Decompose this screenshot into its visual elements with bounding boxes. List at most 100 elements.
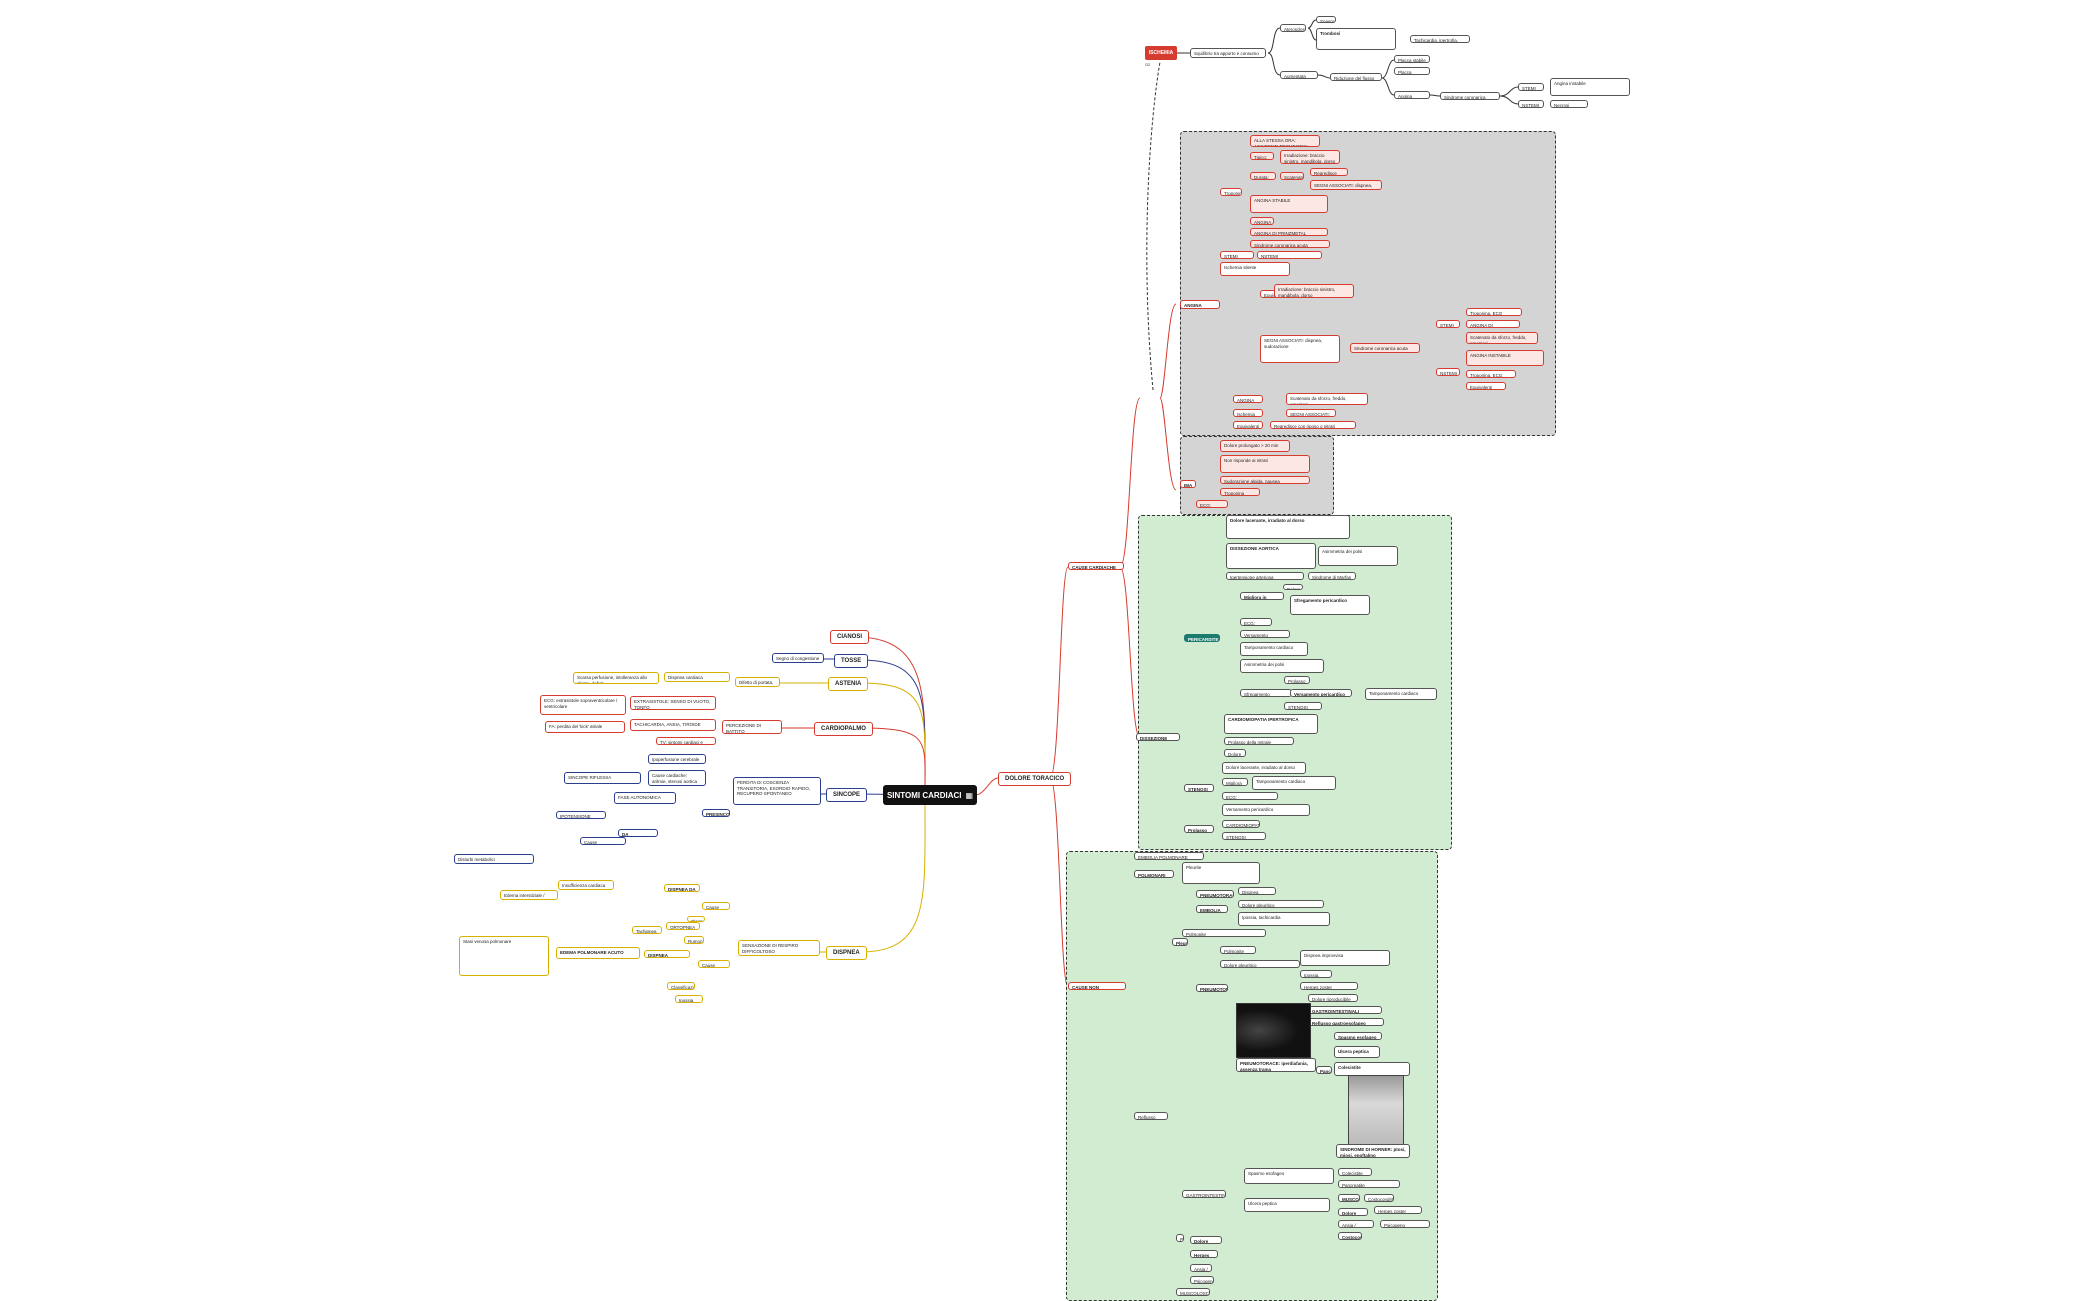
green1-item-28[interactable]: CARDIOMIOPATIA IPERTROFICA [1222,820,1260,828]
green1-item-21[interactable]: STENOSI AORTICA [1184,784,1214,792]
green2-item-6[interactable]: Ipossia, tachicardia [1238,912,1330,926]
green1-item-16[interactable]: Tamponamento cardiaco [1365,688,1437,700]
cardiopalmo-detail-4[interactable]: ECG: extrasistole sopraventricolare / ve… [540,695,626,715]
green2-item-8[interactable]: Polmonite [1220,946,1256,954]
green2-item-4[interactable]: EMBOLIA POLMONARE [1196,905,1228,913]
cardiopalmo-detail-6[interactable]: TV: sintomi cardiaci e sincope [656,737,716,745]
green1-item-27[interactable]: Prolasso della mitrale [1184,825,1214,833]
green2-item-7[interactable]: Polmonite [1182,929,1266,937]
green2-item-15[interactable]: Reflusso gastroesofageo [1308,1018,1384,1026]
angina-title[interactable]: ANGINA PECTORIS [1180,300,1220,309]
green1-item-9[interactable]: ECG: sopraslivellamento ST diffuso [1240,618,1272,626]
sincope-detail-6[interactable]: IPOTENSIONE ORTOSTATICA [556,811,606,819]
sincope-detail-1[interactable]: PERDITA DI COSCIENZA TRANSITORIA, ESORDI… [733,777,821,805]
ischemia-cause-3[interactable]: Trombosi [1316,28,1396,50]
angina-item-7[interactable]: SEGNI ASSOCIATI: dispnea, sudorazione [1310,180,1382,190]
angina-equivalenti[interactable]: Equivalenti anginosi [1233,421,1263,429]
green1-item-22[interactable]: Dolore lacerante, irradiato al dorso [1222,762,1306,774]
astenia-detail-3[interactable]: Scarsa perfusione, intolleranza allo sfo… [573,672,659,684]
green1-item-7[interactable]: Migliora in posizione seduta, inclinato … [1240,592,1284,600]
astenia-detail-1[interactable]: Difetto di portata, diuretici, beta-bloc… [735,677,780,687]
ima-item-3[interactable]: Sudorazione algida, nausea [1220,476,1310,484]
angina-equivalenti-detail[interactable]: Regredisce con riposo o nitrati [1270,421,1356,429]
green1-item-24[interactable]: Tamponamento cardiaco [1252,776,1336,790]
green2-item-16[interactable]: Spasmo esofageo [1334,1032,1382,1040]
green1-item-3[interactable]: Asimmetria dei polsi [1318,546,1398,566]
ima-item-4[interactable]: Troponina elevata [1220,488,1260,496]
green2-item-21[interactable]: GASTROINTESTINALI [1182,1190,1226,1198]
angina-nstemi[interactable]: NSTEMI [1436,368,1460,376]
angina-silente-detail[interactable]: SEGNI ASSOCIATI: dispnea, sudorazione [1286,409,1336,417]
green2-item-0[interactable]: EMBOLIA POLMONARE [1134,852,1204,860]
cause-cardiache-title[interactable]: CAUSE CARDIACHE [1068,562,1124,570]
branch-cardiopalmo[interactable]: CARDIOPALMO [814,722,873,736]
angina-stemi-detail-1[interactable]: Troponina, ECG [1466,308,1522,316]
green1-item-10[interactable]: Versamento pericardico [1240,630,1290,638]
green2-item-37[interactable]: MUSCOLOSCHELETRICI [1176,1288,1210,1296]
branch-dispnea[interactable]: DISPNEA [826,946,867,960]
green2-item-19[interactable]: Pancreatite [1316,1066,1332,1074]
dispnea-detail-13[interactable]: Tachipnea [632,926,662,934]
green1-item-11[interactable]: Tamponamento cardiaco [1240,642,1308,656]
cardiopalmo-detail-1[interactable]: PERCEZIONE DI BATTITO IRREGOLARE/ACCELER… [722,720,782,734]
green2-item-30[interactable]: Ansia / attacco di panico [1338,1220,1374,1228]
angina-item-3[interactable]: Irradiazione: braccio sinistro, mandibol… [1280,150,1340,164]
green2-item-10[interactable]: Dispnea improvvisa [1300,950,1390,966]
ischemia-angina-instabile[interactable]: Angina instabile [1550,78,1630,96]
green2-item-31[interactable]: Psicogeno [1380,1220,1430,1228]
ischemia-sca[interactable]: Sindrome coronarica acuta [1440,92,1500,100]
dispnea-detail-15[interactable]: Rumori umidi [684,936,704,944]
green1-item-2[interactable]: DISSEZIONE AORTICA [1226,543,1316,569]
green1-item-13[interactable]: Prolasso della mitrale [1284,676,1310,684]
angina-prinzmetal-detail[interactable]: Scatenato da sforzo, freddo, emozioni [1286,393,1368,405]
dispnea-detail-8[interactable]: Classificazione NYHA [667,982,695,990]
green1-item-20[interactable]: Dolore puntorio, varia con il respiro [1224,749,1246,757]
green2-item-12[interactable]: Herpes zoster [1300,982,1358,990]
dispnea-detail-3[interactable]: ORTOPNEA [666,922,700,930]
dispnea-detail-5[interactable]: EDEMA POLMONARE ACUTO [556,947,640,959]
branch-dolore-toracico[interactable]: DOLORE TORACICO [998,772,1072,786]
cardiopalmo-detail-2[interactable]: EXTRASISTOLE: SENSO DI VUOTO, TONFO [630,696,716,710]
green2-item-20[interactable]: Reflusso gastroesofageo [1134,1112,1168,1120]
dispnea-detail-14[interactable]: Ipossia [675,995,703,1003]
green1-item-29[interactable]: STENOSI AORTICA [1222,832,1266,840]
green2-item-32[interactable]: Costocondrite [1338,1232,1362,1240]
tosse-detail[interactable]: Segno di congestione polm [772,653,824,663]
ischemia-cause-2[interactable]: Spasmo [1316,16,1336,23]
ischemia-cause-5[interactable]: Tachicardia, ipertrofia, anemia [1410,35,1470,43]
branch-astenia[interactable]: ASTENIA [828,677,869,691]
angina-item-10[interactable]: ANGINA DI PRINZMETAL [1250,228,1328,236]
green1-item-14[interactable]: Sfregamento pericardico [1240,689,1292,697]
green2-pneumotorace[interactable]: PNEUMOTORACE [1196,984,1228,992]
green1-item-18[interactable]: CARDIOMIOPATIA IPERTROFICA [1224,714,1318,734]
angina-ecg[interactable]: SEGNI ASSOCIATI: dispnea, sudorazione [1260,335,1340,363]
angina-nstemi-detail-2[interactable]: Troponina, ECG [1466,370,1516,378]
angina-nstemi-detail-3[interactable]: Equivalenti anginosi [1466,382,1506,390]
ischemia-angina-stabile[interactable]: Angina stabile [1394,91,1430,99]
angina-prinzmetal[interactable]: ANGINA DI PRINZMETAL [1233,395,1263,403]
sincope-detail-3[interactable]: Cause cardiache: aritmie, stenosi aortic… [648,770,706,786]
sincope-detail-10[interactable]: Disturbi metabolici [454,854,534,864]
sincope-detail-7[interactable]: DA TRANSIENTE [618,829,658,837]
ima-item-5[interactable]: ECG: sopraslivellamento ST [1196,500,1228,508]
ischemia-necrosi[interactable]: Necrosi miocardica [1550,100,1588,108]
green1-item-26[interactable]: Versamento pericardico [1222,804,1310,816]
angina-stemi-detail-2[interactable]: ANGINA DI PRINZMETAL [1466,320,1520,328]
dispnea-detail-7[interactable]: Cause polmonari [698,960,730,968]
green2-item-22[interactable]: Spasmo esofageo [1244,1168,1334,1184]
sincope-detail-2[interactable]: Ipoperfusione cerebrale globale [648,754,706,764]
cardiopalmo-detail-3[interactable]: TACHICARDIA, ANSIA, TIROIDE [630,719,716,731]
green2-item-3[interactable]: Dispnea improvvisa [1238,887,1276,895]
angina-silente[interactable]: Ischemia silente [1233,409,1263,417]
angina-item-1[interactable]: ALLA STESSA ORA: ACCIDENTI TROMBOTICI [1250,135,1320,147]
sincope-detail-8[interactable]: FASE AUTONOMICA [614,792,676,804]
dispnea-detail-2[interactable]: DISPNEA DA SFORZO [664,884,700,892]
green2-item-23[interactable]: Ulcera peptica [1244,1198,1330,1212]
dispnea-detail-10[interactable]: Edema interstiziale / alveolare [500,890,558,900]
ischemia-node[interactable]: ISCHEMIA [1145,46,1177,60]
branch-sincope[interactable]: SINCOPE [826,788,868,802]
green1-title-2[interactable]: DISSEZIONE AORTICA [1136,733,1180,741]
angina-item-15[interactable]: Ischemia silente [1220,262,1290,276]
dispnea-detail-12[interactable]: Classe I-IV [687,916,705,922]
dispnea-detail-6[interactable]: Cause cardiache [702,902,730,910]
